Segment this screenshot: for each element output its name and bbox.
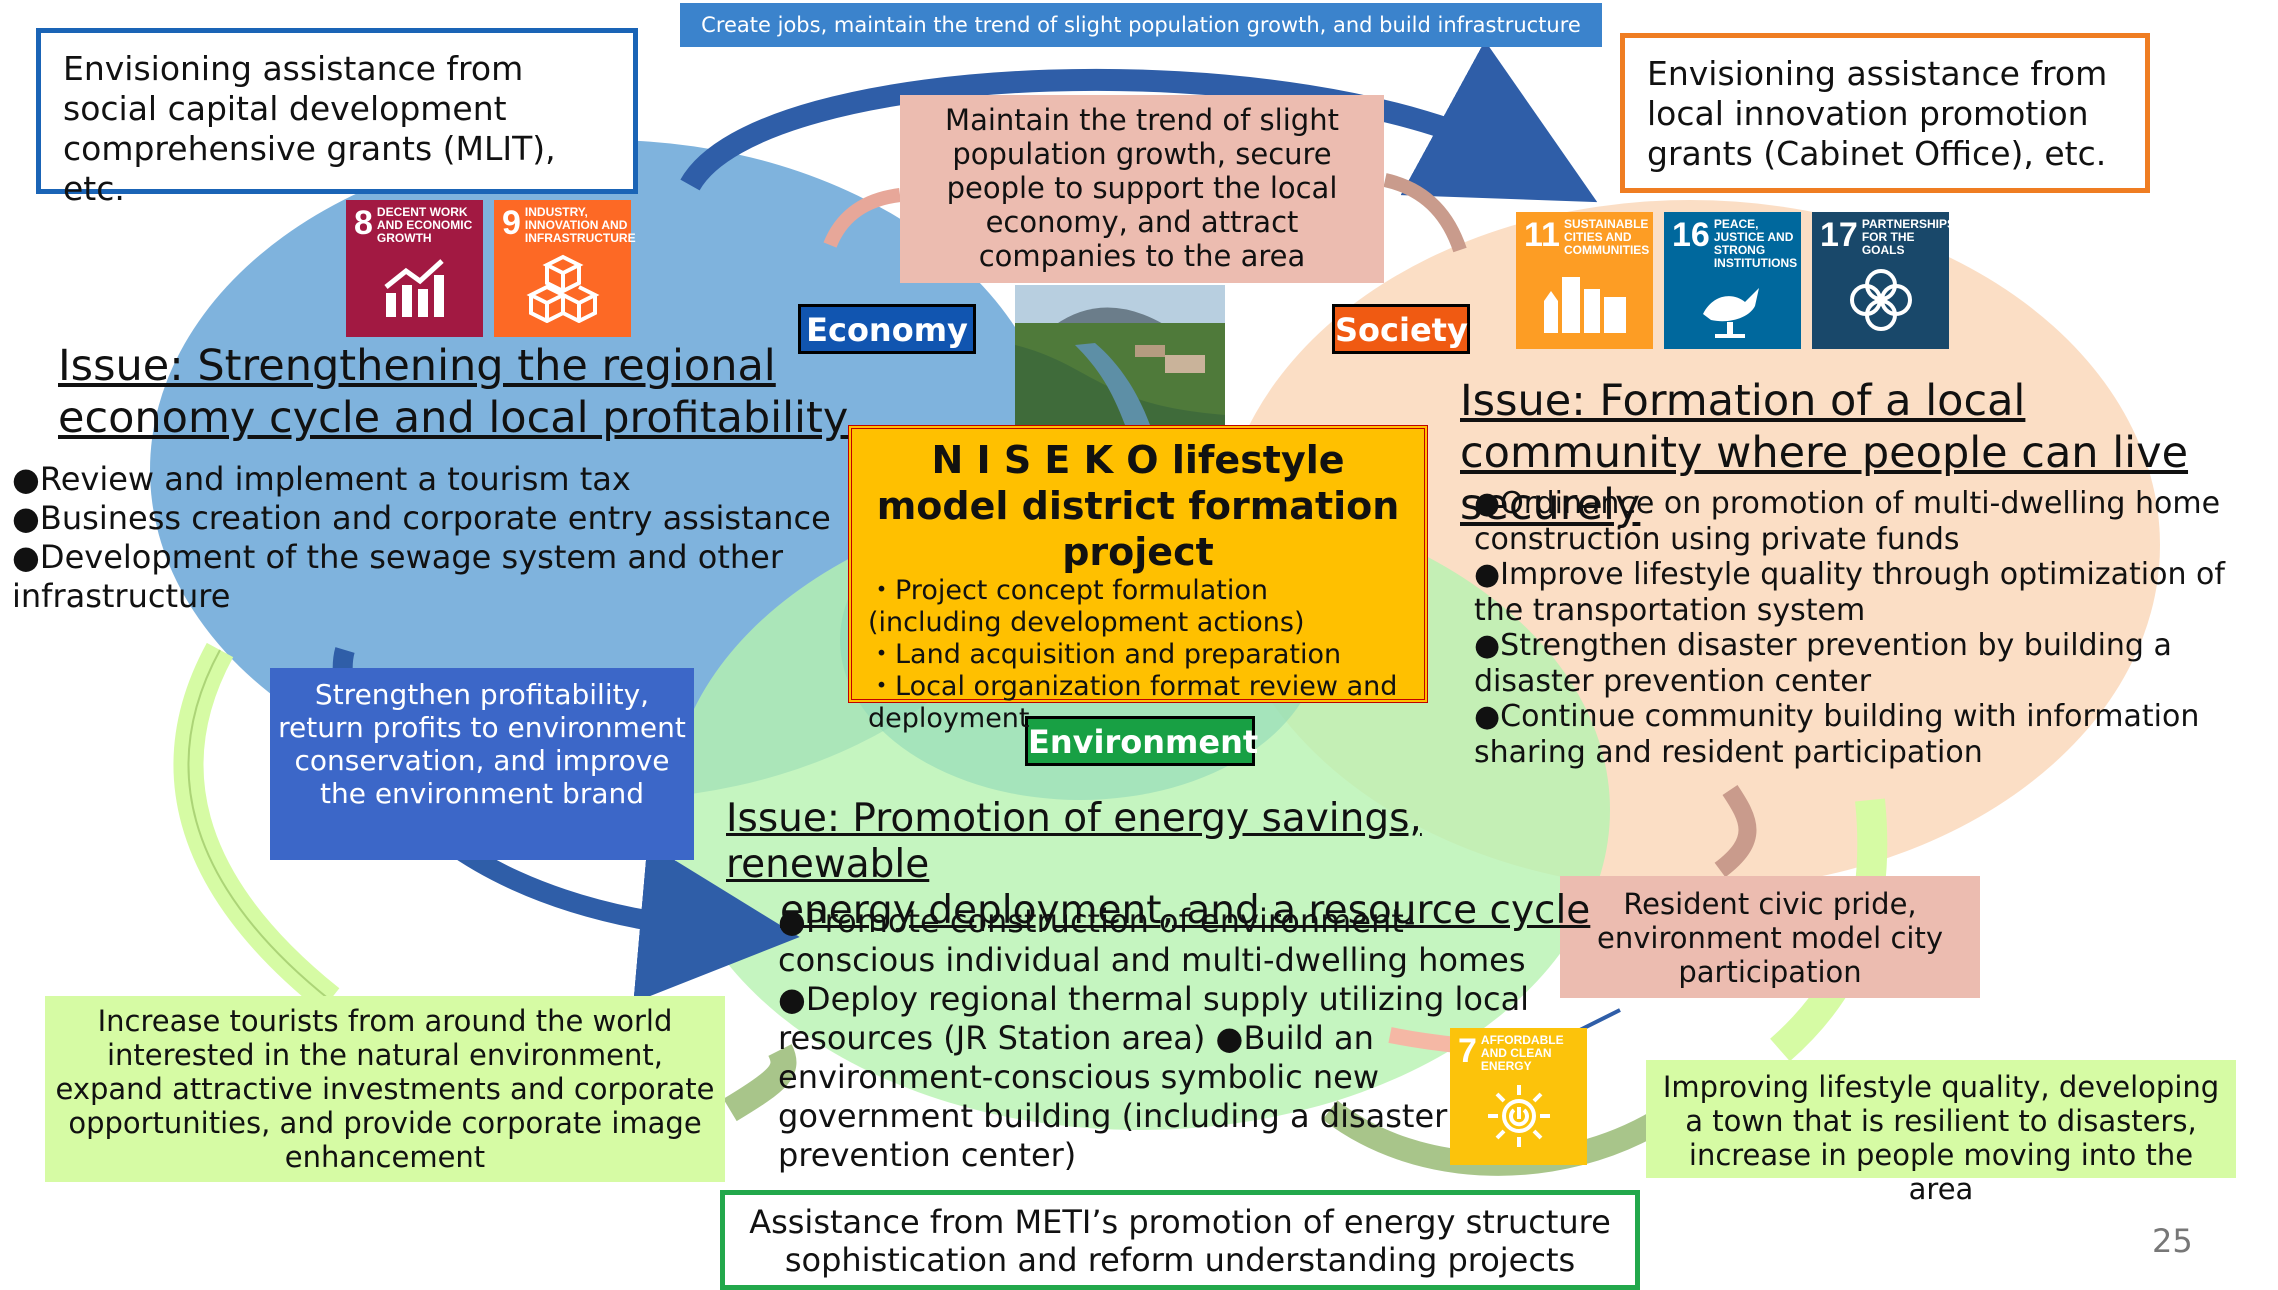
economy-bullet: ●Business creation and corporate entry a… bbox=[12, 499, 831, 537]
tag-environment: Environment bbox=[1025, 716, 1258, 766]
pink-arrow-right bbox=[1383, 173, 1467, 253]
niseko-project-box: N I S E K O lifestyle model district for… bbox=[848, 425, 1428, 734]
sdg-11-icon: 11Sustainable cities and communities bbox=[1516, 212, 1653, 349]
environment-bullets: ●Promote construction of environment-con… bbox=[778, 902, 1538, 1175]
society-bullet: ●Continue community building with inform… bbox=[1474, 699, 2200, 770]
top-arc-arrow bbox=[680, 40, 1598, 203]
assistance-box-cabinet: Envisioning assistance from local innova… bbox=[1620, 33, 2150, 193]
sdg-16-icon: 16Peace, justice and strong institutions bbox=[1664, 212, 1801, 349]
brown-arrow bbox=[1714, 785, 1757, 878]
environment-bullet: ●Deploy regional thermal supply utilizin… bbox=[778, 980, 1530, 1174]
economy-issue-title: Issue: Strengthening the regional econom… bbox=[58, 341, 849, 443]
sdg-8-icon: 8Decent work and economic growth bbox=[346, 200, 483, 337]
economy-bullet: ●Review and implement a tourism tax bbox=[12, 460, 631, 498]
society-issue-title: Issue: Formation of a local community wh… bbox=[1460, 376, 2189, 530]
society-bullet: ●Strengthen disaster prevention by build… bbox=[1474, 628, 2172, 699]
project-title: N I S E K O lifestyle model district for… bbox=[876, 438, 1400, 574]
society-bullet: ●Improve lifestyle quality through optim… bbox=[1474, 557, 2225, 628]
economy-bullets: ●Review and implement a tourism tax ●Bus… bbox=[12, 460, 852, 616]
sdg-17-icon: 17Partnerships for the goals bbox=[1812, 212, 1955, 349]
environment-issue-title: Issue: Promotion of energy savings, rene… bbox=[726, 796, 1606, 934]
profitability-box: Strengthen profitability, return profits… bbox=[270, 668, 694, 860]
environment-issue-title-line1: Issue: Promotion of energy savings, rene… bbox=[726, 796, 1422, 887]
top-banner: Create jobs, maintain the trend of sligh… bbox=[680, 3, 1602, 47]
green-arrow-bottom bbox=[723, 1044, 797, 1122]
lifestyle-outcome-box: Improving lifestyle quality, developing … bbox=[1646, 1060, 2236, 1206]
sdg-9-icon: 9Industry, innovation and infrastructure bbox=[494, 200, 636, 337]
assistance-box-mlit: Envisioning assistance from social capit… bbox=[36, 28, 638, 208]
project-item: ・Land acquisition and preparation bbox=[868, 639, 1342, 670]
project-item: ・Project concept formulation (including … bbox=[868, 575, 1305, 638]
economy-bullet: ●Development of the sewage system and ot… bbox=[12, 538, 784, 615]
pink-box-civic-pride: Resident civic pride, environment model … bbox=[1560, 876, 1980, 998]
niseko-landscape-photo bbox=[1015, 285, 1225, 425]
project-item: ・Local organization format review and de… bbox=[868, 671, 1398, 734]
pink-box-population: Maintain the trend of slight population … bbox=[900, 95, 1384, 283]
environment-bullet: ●Promote construction of environment-con… bbox=[778, 902, 1526, 979]
page-number: 25 bbox=[2152, 1222, 2193, 1260]
society-bullet: ●Ordinance on promotion of multi-dwellin… bbox=[1474, 486, 2221, 557]
tag-society: Society bbox=[1332, 304, 1470, 354]
environment-issue-title-line2: energy deployment, and a resource cycle bbox=[780, 888, 1591, 933]
society-bullets: ●Ordinance on promotion of multi-dwellin… bbox=[1474, 486, 2274, 770]
tag-economy: Economy bbox=[798, 304, 976, 354]
tourism-outcome-box: Increase tourists from around the world … bbox=[45, 996, 725, 1182]
green-arrow-left-edge bbox=[187, 649, 331, 1001]
assistance-box-meti: Assistance from METI’s promotion of ener… bbox=[720, 1190, 1640, 1290]
pink-arrow-left bbox=[823, 188, 902, 248]
